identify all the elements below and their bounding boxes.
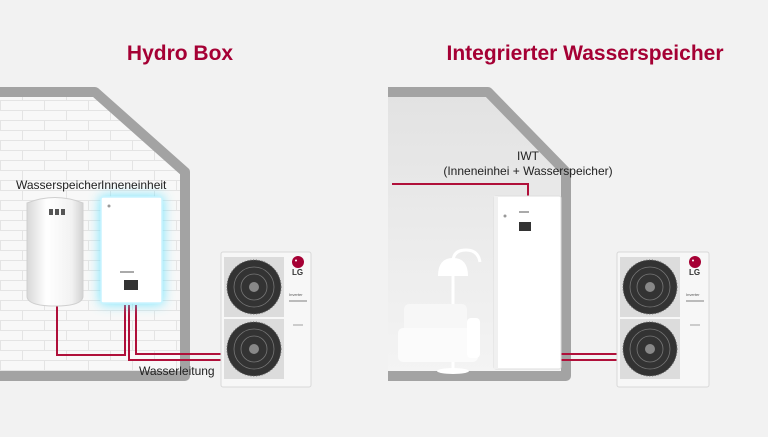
outdoor-right-brand: LG — [689, 268, 701, 277]
floor-lamp — [437, 248, 482, 374]
iwt-label: IWT (Inneneinhei + Wasserspeicher) — [420, 149, 636, 179]
tank-label: Wasserspeicher — [16, 178, 102, 192]
left-house-wall — [0, 87, 190, 381]
sofa — [398, 304, 480, 362]
water-pipe-label: Wasserleitung — [139, 364, 215, 378]
iwt-label-subtitle: (Inneneinhei + Wasserspeicher) — [443, 164, 613, 178]
lg-logo-icon — [689, 256, 701, 268]
left-pipes — [56, 304, 222, 361]
outdoor-unit-left — [220, 251, 312, 388]
right-house-wall — [388, 87, 571, 381]
outdoor-left-brand: LG — [292, 268, 304, 277]
outdoor-right-model: Inverter — [686, 292, 700, 297]
water-tank — [26, 197, 84, 307]
indoor-unit-label: Inneneinheit — [101, 178, 167, 192]
iwt-unit — [493, 195, 562, 370]
left-title: Hydro Box — [126, 42, 234, 65]
right-title: Integrierter Wasserspeicher — [446, 42, 724, 65]
outdoor-left-model: Inverter — [289, 292, 303, 297]
outdoor-unit-right — [616, 251, 710, 388]
lg-logo-icon — [292, 256, 304, 268]
iwt-label-title: IWT — [517, 149, 539, 163]
indoor-unit — [100, 196, 163, 304]
